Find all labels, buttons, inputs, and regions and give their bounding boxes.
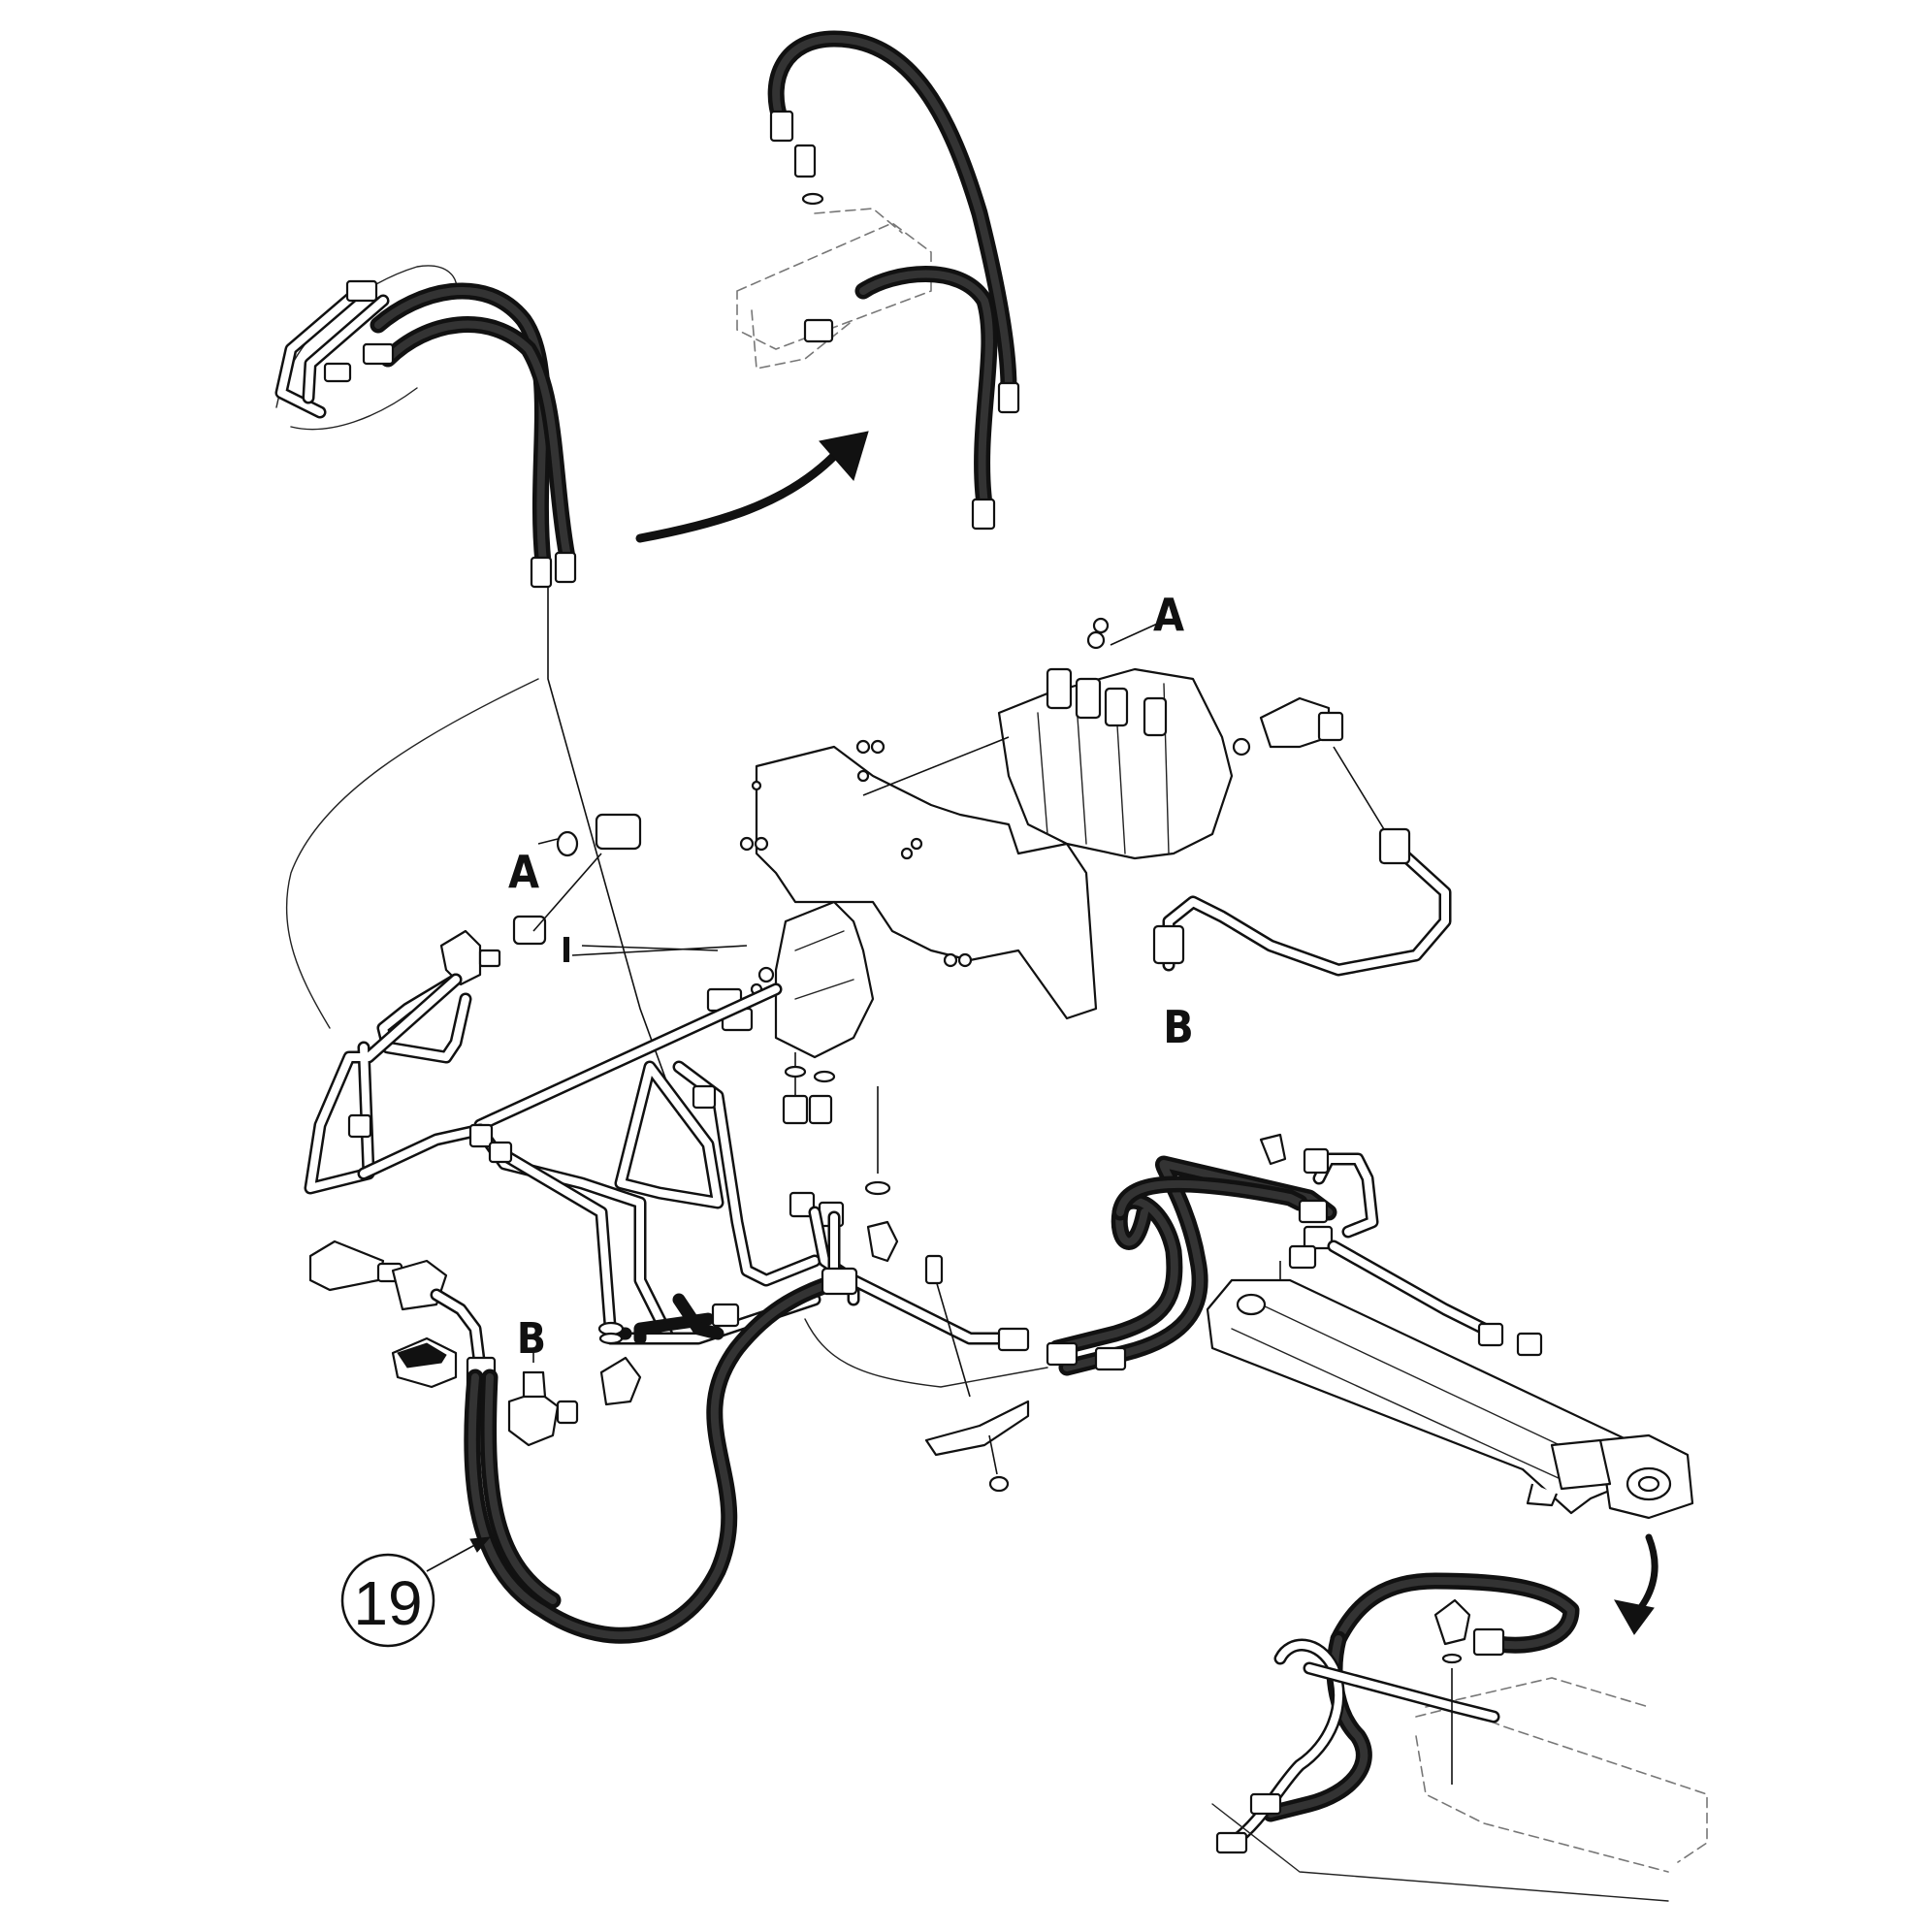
hose-fitting — [530, 556, 553, 589]
hose-fitting — [769, 110, 794, 143]
hose-19 — [464, 1267, 858, 1644]
label-a-top: A — [1153, 589, 1184, 641]
detail-arrow-lower — [1614, 1533, 1658, 1635]
label-b-right: B — [1163, 1001, 1194, 1053]
label-b-left: B — [517, 1314, 546, 1364]
hydraulic-cylinder — [1206, 1278, 1694, 1520]
upper-left-hose-assembly — [274, 265, 680, 1116]
label-i: I — [561, 931, 572, 971]
quick-coupler-fittings — [308, 1240, 642, 1447]
upper-right-detail-view — [736, 30, 1020, 531]
mounting-plate — [739, 739, 1098, 1020]
hose-fitting — [554, 551, 577, 584]
callout-19: 19 — [340, 1536, 492, 1648]
diverter-valve — [581, 900, 891, 1196]
valve-outlet-pipe-right — [1152, 696, 1452, 977]
cylinder-feed-hoses — [1046, 1133, 1543, 1376]
lower-right-detail-view — [1211, 1572, 1708, 1902]
callout-number: 19 — [353, 1568, 422, 1638]
control-valve — [862, 617, 1234, 860]
left-valve-fittings — [439, 813, 748, 986]
label-a-left: A — [508, 846, 539, 898]
reference-labels: A A B B I — [508, 589, 1194, 1364]
detail-arrow-upper — [635, 431, 869, 543]
hose-clamp-bracket — [804, 1254, 1048, 1493]
